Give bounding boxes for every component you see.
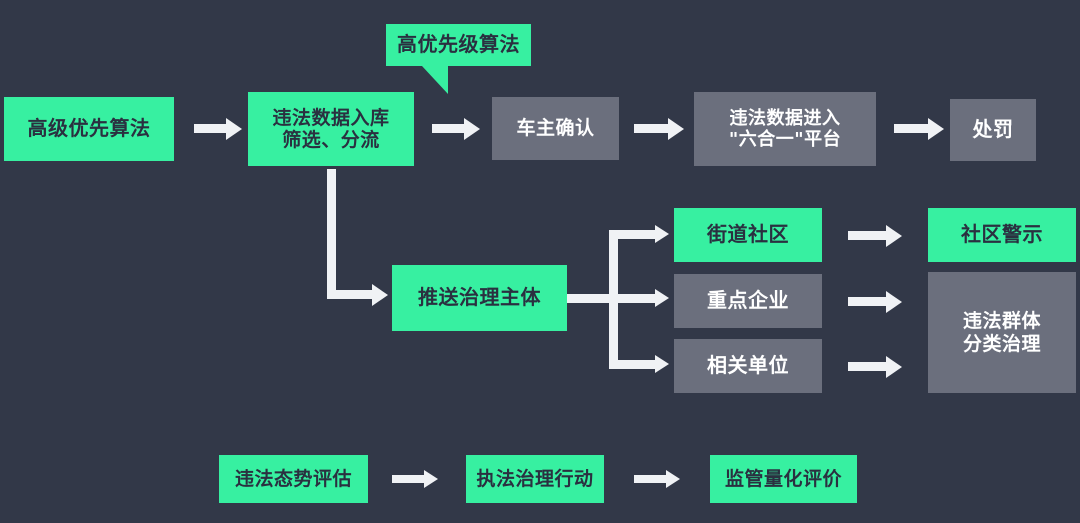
connector-line (634, 475, 668, 483)
arrow-head-icon (668, 118, 684, 140)
node-advanced-priority-algorithm[interactable]: 高级优先算法 (4, 97, 174, 161)
node-community-warning[interactable]: 社区警示 (928, 208, 1076, 262)
node-push-governance-entity[interactable]: 推送治理主体 (392, 265, 567, 331)
node-key-enterprise[interactable]: 重点企业 (674, 274, 822, 328)
node-penalty[interactable]: 处罚 (950, 99, 1036, 161)
arrow-head-icon (424, 470, 438, 488)
node-regulatory-quantitative-evaluation[interactable]: 监管量化评价 (710, 455, 857, 503)
node-enforcement-governance-action[interactable]: 执法治理行动 (466, 455, 604, 503)
arrow-head-icon (655, 355, 669, 373)
callout-box-high-priority-algorithm[interactable]: 高优先级算法 (386, 24, 531, 66)
connector-line (848, 297, 888, 306)
arrow-head-icon (886, 291, 902, 313)
connector-line (848, 362, 888, 371)
connector-line (327, 169, 336, 299)
arrow-head-icon (464, 118, 480, 140)
arrow-head-icon (226, 118, 242, 140)
connector-line (634, 124, 670, 133)
node-violation-data-into-platform[interactable]: 违法数据进入 "六合一"平台 (694, 92, 876, 166)
connector-line (432, 124, 466, 133)
connector-line (609, 360, 659, 369)
node-violation-group-classified-governance[interactable]: 违法群体 分类治理 (928, 272, 1076, 393)
connector-line (894, 124, 930, 133)
connector-line (392, 475, 426, 483)
connector-line (848, 231, 888, 240)
node-street-community[interactable]: 街道社区 (674, 208, 822, 262)
arrow-head-icon (928, 118, 944, 140)
arrow-head-icon (655, 289, 669, 307)
node-related-unit[interactable]: 相关单位 (674, 339, 822, 393)
arrow-head-icon (886, 225, 902, 247)
node-violation-data-entry-filter-shunt[interactable]: 违法数据入库 筛选、分流 (248, 92, 414, 166)
arrow-head-icon (655, 225, 669, 243)
callout-tail-icon (422, 66, 448, 94)
connector-line (567, 294, 618, 303)
connector-line (327, 290, 376, 299)
arrow-head-icon (372, 284, 388, 306)
connector-line (609, 230, 659, 239)
connector-line (194, 124, 228, 133)
node-violation-situation-assessment[interactable]: 违法态势评估 (219, 455, 368, 503)
arrow-head-icon (666, 470, 680, 488)
connector-line (609, 294, 659, 303)
node-owner-confirmation[interactable]: 车主确认 (492, 97, 619, 160)
arrow-head-icon (886, 356, 902, 378)
